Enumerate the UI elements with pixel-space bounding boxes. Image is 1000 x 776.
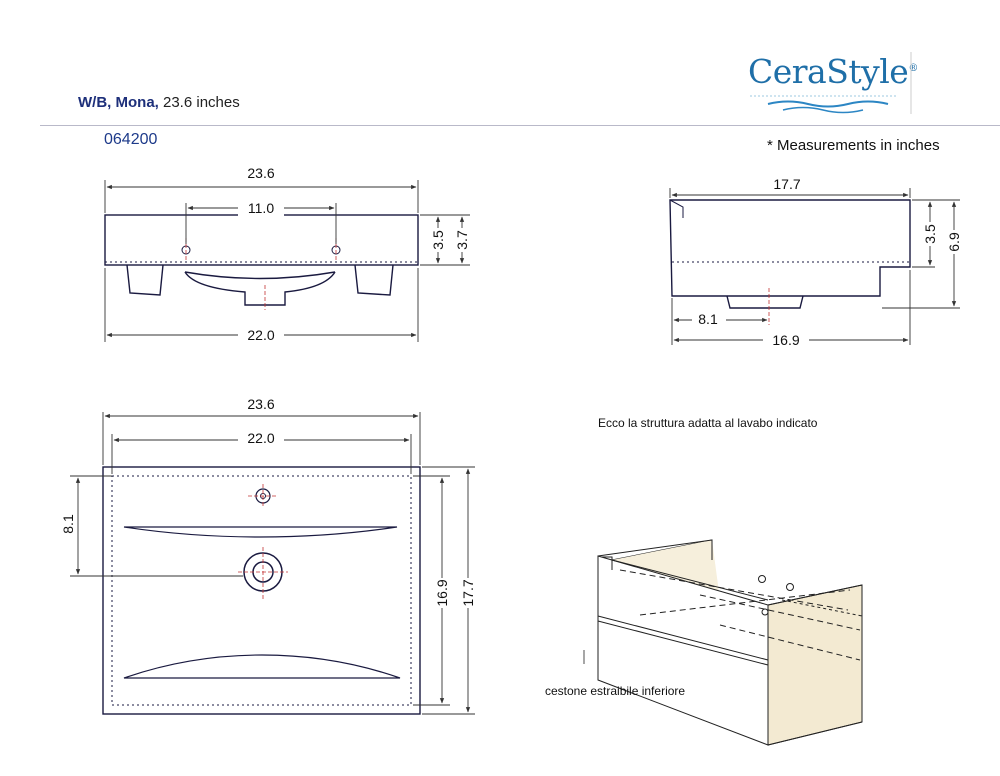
top-outer-outline: [102, 466, 421, 715]
top-front-curve: [123, 654, 401, 679]
top-back-curve: [123, 526, 398, 538]
top-width-label: 23.6: [247, 396, 274, 412]
top-drain-offset-label: 8.1: [60, 514, 76, 534]
top-view: [102, 466, 421, 715]
top-dimension-lines: [70, 412, 475, 715]
cabinet-tap-hole-1: [758, 575, 766, 583]
front-bowl-drain: [184, 271, 336, 306]
top-centerlines: [238, 484, 288, 600]
cabinet-front-panel: [597, 555, 769, 746]
top-inner-outline: [111, 475, 412, 706]
front-view: [104, 214, 419, 306]
top-inner-depth-label: 16.9: [434, 579, 450, 606]
measurements-note: * Measurements in inches: [767, 137, 940, 154]
model-name: W/B, Mona,: [78, 94, 159, 111]
product-title: W/B, Mona, 23.6 inches: [78, 94, 240, 111]
side-rim-height-label: 3.5: [922, 224, 938, 244]
side-view: [669, 199, 911, 309]
front-basin-outline: [104, 214, 419, 266]
side-base-depth-label: 16.9: [772, 332, 799, 348]
front-centerlines: [185, 238, 337, 310]
side-dimension-labels: 17.7 3.5 6.9 8.1 16.9: [692, 176, 962, 348]
side-drain-offset-label: 8.1: [698, 311, 718, 327]
front-dimension-labels: 23.6 11.0 22.0 3.5 3.7: [238, 165, 470, 343]
front-base-width-label: 22.0: [247, 327, 274, 343]
product-code: 064200: [104, 131, 158, 148]
cabinet-sketch: [583, 539, 863, 746]
front-tap-spacing-label: 11.0: [248, 200, 274, 216]
logo-waves-icon: [750, 52, 912, 114]
top-overall-depth-label: 17.7: [460, 579, 476, 606]
front-width-label: 23.6: [247, 165, 274, 181]
cabinet-labels: Ecco la struttura adatta al lavabo indic…: [545, 416, 818, 698]
cerastyle-logo: CeraStyle®: [748, 52, 918, 122]
front-bowl-curve: [184, 271, 336, 280]
front-right-leg: [354, 264, 394, 296]
front-rim-height-label: 3.5: [430, 230, 446, 250]
cabinet-side-panel: [767, 584, 863, 746]
front-dimension-lines: [104, 180, 470, 342]
cabinet-drain-hole: [761, 608, 769, 616]
cabinet-caption: Ecco la struttura adatta al lavabo indic…: [598, 416, 818, 430]
side-depth-label: 17.7: [773, 176, 800, 192]
side-drain-outlet: [726, 295, 804, 309]
logo-wordmark: CeraStyle®: [748, 52, 918, 91]
cabinet-drawer-divider: [597, 615, 769, 661]
top-dimension-labels: 23.6 22.0 8.1 16.9 17.7: [60, 396, 476, 608]
side-body-outline: [669, 199, 911, 297]
header-divider: [40, 125, 1000, 126]
cabinet-drawer-label: cestone estraibile inferiore: [545, 684, 685, 698]
cabinet-tap-hole-2: [786, 583, 794, 591]
front-body-height-label: 3.7: [454, 230, 470, 250]
side-total-height-label: 6.9: [946, 232, 962, 252]
front-left-leg: [126, 264, 164, 296]
top-inner-width-label: 22.0: [247, 430, 274, 446]
model-size: 23.6 inches: [163, 94, 240, 111]
